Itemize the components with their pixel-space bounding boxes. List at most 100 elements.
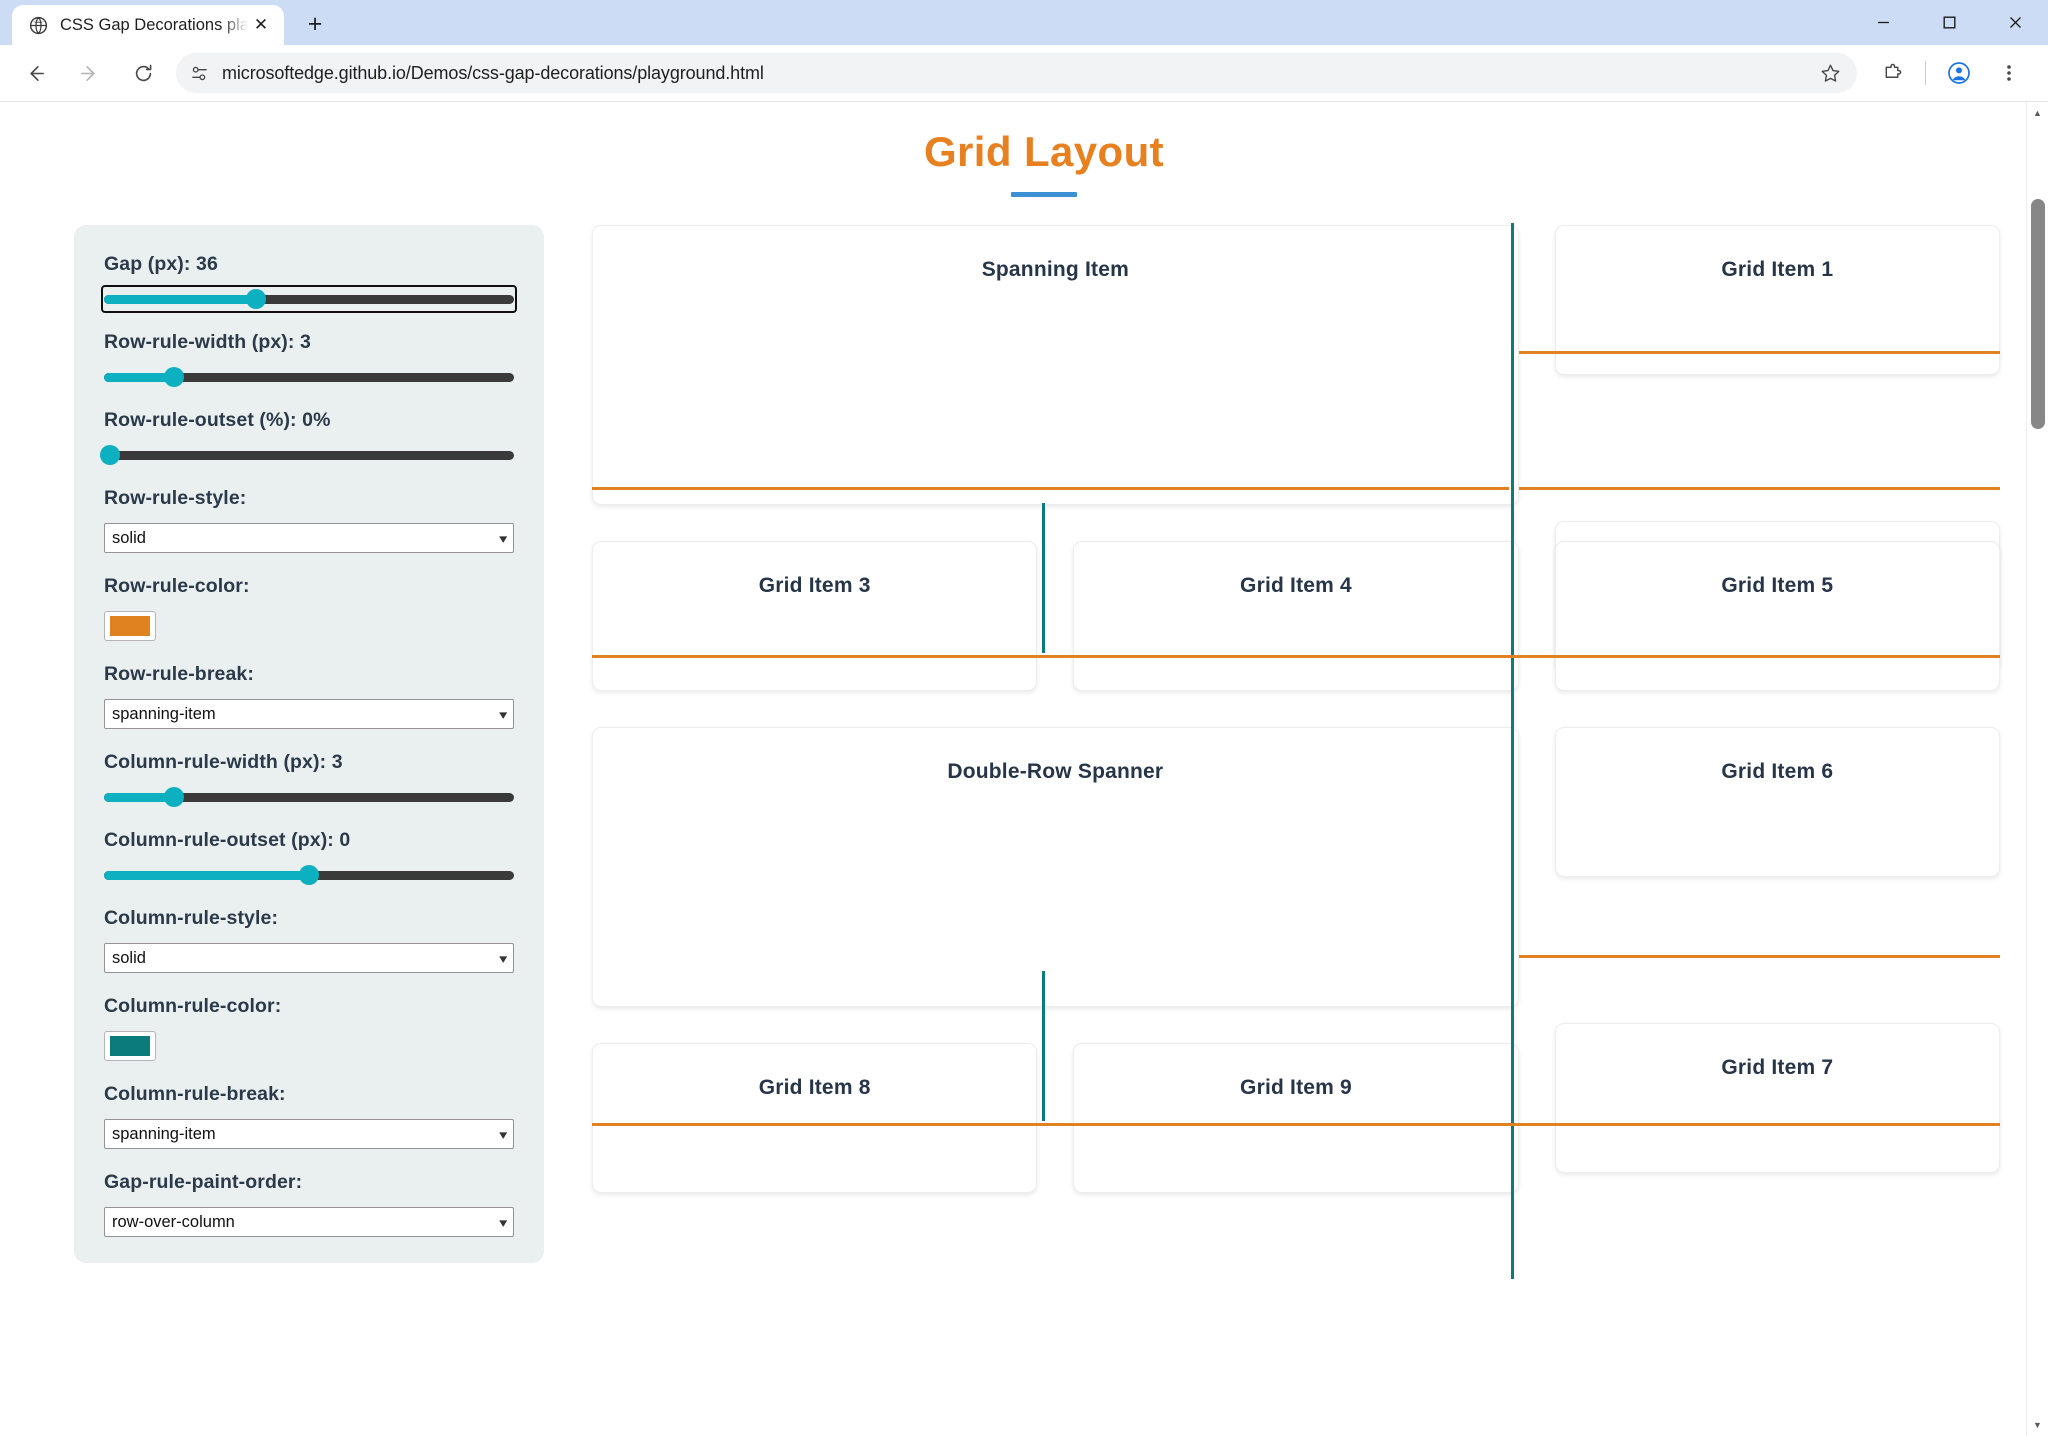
column-rule-outset-slider[interactable] bbox=[104, 865, 514, 885]
select-value: solid bbox=[112, 528, 146, 547]
row-rule-break-select[interactable]: spanning-item ▾ bbox=[104, 699, 514, 729]
control-column-rule-break: Column-rule-break: spanning-item ▾ bbox=[104, 1083, 514, 1149]
slider-thumb[interactable] bbox=[100, 445, 121, 465]
control-label: Row-rule-outset (%): 0% bbox=[104, 409, 331, 431]
control-label: Row-rule-color: bbox=[104, 575, 250, 597]
grid-item-4[interactable]: Grid Item 4 bbox=[1073, 541, 1519, 691]
extensions-puzzle-icon[interactable] bbox=[1871, 52, 1913, 94]
browser-toolbar: microsoftedge.github.io/Demos/css-gap-de… bbox=[0, 45, 2048, 102]
browser-tab[interactable]: CSS Gap Decorations playground ✕ bbox=[12, 5, 284, 45]
grid-item-9[interactable]: Grid Item 9 bbox=[1073, 1043, 1519, 1193]
slider-fill bbox=[104, 372, 174, 382]
select-value: spanning-item bbox=[112, 1124, 216, 1143]
slider-track bbox=[104, 787, 514, 807]
control-label: Row-rule-break: bbox=[104, 663, 254, 685]
grid-item-8[interactable]: Grid Item 8 bbox=[592, 1043, 1038, 1193]
select-value: solid bbox=[112, 948, 146, 967]
maximize-button[interactable] bbox=[1916, 0, 1982, 45]
slider-track bbox=[104, 865, 514, 885]
grid-item-7[interactable]: Grid Item 7 bbox=[1554, 1023, 2000, 1173]
minimize-button[interactable] bbox=[1850, 0, 1916, 45]
control-column-rule-color: Column-rule-color: bbox=[104, 995, 514, 1061]
control-label: Gap-rule-paint-order: bbox=[104, 1171, 303, 1193]
chevron-down-icon: ▾ bbox=[499, 530, 508, 546]
close-icon[interactable]: ✕ bbox=[253, 15, 269, 34]
slider-thumb[interactable] bbox=[163, 787, 184, 807]
grid-demo: Spanning Item Grid Item 1 Grid Item 2 Gr… bbox=[592, 223, 2000, 1279]
column-rule-color-picker[interactable] bbox=[104, 1031, 156, 1061]
scrollbar-thumb[interactable] bbox=[2030, 199, 2045, 429]
tab-title: CSS Gap Decorations playground bbox=[60, 15, 248, 34]
three-dot-menu-icon[interactable] bbox=[1988, 52, 2030, 94]
slider-fill bbox=[104, 792, 174, 802]
select-value: row-over-column bbox=[112, 1212, 235, 1231]
control-column-rule-style: Column-rule-style: solid ▾ bbox=[104, 907, 514, 973]
close-window-button[interactable] bbox=[1982, 0, 2048, 45]
profile-avatar-icon[interactable] bbox=[1938, 52, 1980, 94]
controls-panel: Gap (px): 36 Row-rule-width (px): 3 bbox=[74, 225, 544, 1263]
slider-thumb[interactable] bbox=[163, 367, 184, 387]
column-rule-style-select[interactable]: solid ▾ bbox=[104, 943, 514, 973]
row-rule bbox=[592, 655, 2000, 658]
grid-item-6[interactable]: Grid Item 6 bbox=[1554, 727, 2000, 877]
select-value: spanning-item bbox=[112, 704, 216, 723]
grid-item-double-row-spanner[interactable]: Double-Row Spanner bbox=[592, 727, 1519, 1007]
reload-button[interactable] bbox=[121, 51, 165, 95]
site-settings-icon[interactable] bbox=[182, 56, 216, 90]
row-rule-style-select[interactable]: solid ▾ bbox=[104, 523, 514, 553]
slider-thumb[interactable] bbox=[299, 865, 319, 885]
scroll-down-arrow-icon[interactable]: ▼ bbox=[2033, 1420, 2042, 1430]
scrollbar-track[interactable] bbox=[2027, 124, 2048, 1414]
slider-track bbox=[100, 445, 514, 465]
grid-item-spanning[interactable]: Spanning Item bbox=[592, 225, 1519, 505]
control-label: Row-rule-style: bbox=[104, 487, 247, 509]
row-rule-outset-slider[interactable] bbox=[100, 445, 514, 465]
control-row-rule-break: Row-rule-break: spanning-item ▾ bbox=[104, 663, 514, 729]
gap-slider[interactable] bbox=[101, 285, 517, 313]
new-tab-button[interactable]: + bbox=[307, 9, 323, 38]
tab-strip: CSS Gap Decorations playground ✕ + bbox=[0, 0, 2048, 45]
control-row-rule-style: Row-rule-style: solid ▾ bbox=[104, 487, 514, 553]
forward-button[interactable] bbox=[67, 51, 111, 95]
color-swatch bbox=[110, 1036, 150, 1056]
page-title: Grid Layout bbox=[923, 128, 1165, 175]
grid-item-5[interactable]: Grid Item 5 bbox=[1554, 541, 2000, 691]
star-icon[interactable] bbox=[1811, 54, 1849, 92]
gap-rule-paint-order-select[interactable]: row-over-column ▾ bbox=[104, 1207, 514, 1237]
back-button[interactable] bbox=[13, 51, 57, 95]
grid-item-3[interactable]: Grid Item 3 bbox=[592, 541, 1038, 691]
control-label: Column-rule-outset (px): 0 bbox=[104, 829, 351, 851]
column-rule bbox=[1041, 971, 1045, 1121]
window-controls bbox=[1850, 0, 2048, 45]
control-label: Column-rule-color: bbox=[104, 995, 282, 1017]
row-rule bbox=[592, 487, 1509, 490]
control-row-rule-width: Row-rule-width (px): 3 bbox=[104, 331, 514, 387]
control-label: Column-rule-style: bbox=[104, 907, 279, 929]
column-rule bbox=[1041, 503, 1045, 653]
slider-thumb[interactable] bbox=[245, 289, 266, 309]
scroll-up-arrow-icon[interactable]: ▲ bbox=[2033, 108, 2042, 118]
control-gap-rule-paint-order: Gap-rule-paint-order: row-over-column ▾ bbox=[104, 1171, 514, 1237]
row-rule-width-slider[interactable] bbox=[104, 367, 514, 387]
column-rule-break-select[interactable]: spanning-item ▾ bbox=[104, 1119, 514, 1149]
slider-fill bbox=[104, 294, 256, 304]
chevron-down-icon: ▾ bbox=[499, 950, 508, 966]
address-bar[interactable]: microsoftedge.github.io/Demos/css-gap-de… bbox=[176, 53, 1857, 93]
row-rule bbox=[1518, 955, 2000, 958]
chevron-down-icon: ▾ bbox=[499, 1126, 508, 1142]
row-rule-color-picker[interactable] bbox=[104, 611, 156, 641]
page-body: Gap (px): 36 Row-rule-width (px): 3 bbox=[40, 197, 2048, 1279]
control-column-rule-outset: Column-rule-outset (px): 0 bbox=[104, 829, 514, 885]
title-underline bbox=[1011, 192, 1077, 197]
vertical-scrollbar[interactable]: ▲ ▼ bbox=[2026, 102, 2048, 1436]
row-rule bbox=[1518, 351, 2000, 354]
column-rule-width-slider[interactable] bbox=[104, 787, 514, 807]
row-rule bbox=[592, 1123, 2000, 1126]
chevron-down-icon: ▾ bbox=[499, 1214, 508, 1230]
control-gap: Gap (px): 36 bbox=[101, 253, 517, 313]
chevron-down-icon: ▾ bbox=[499, 706, 508, 722]
grid-item-1[interactable]: Grid Item 1 bbox=[1554, 225, 2000, 375]
color-swatch bbox=[110, 616, 150, 636]
slider-track bbox=[104, 367, 514, 387]
